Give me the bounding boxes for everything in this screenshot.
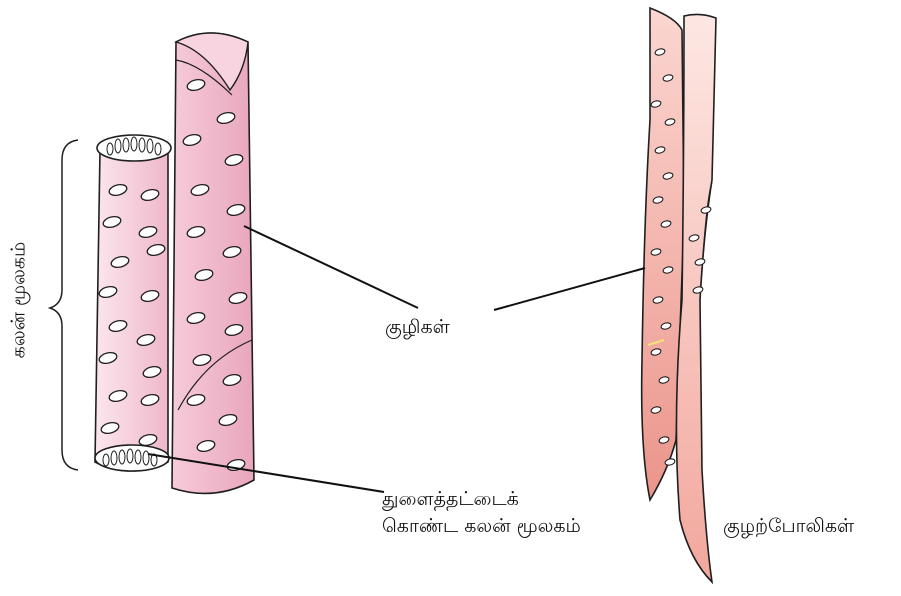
tracheids-label: குழற்போலிகள் — [723, 515, 854, 540]
vessel-back-segment — [95, 139, 168, 471]
vessel-element-drawing — [50, 33, 254, 493]
perforation-plate-bottom — [95, 445, 169, 471]
vessel-front-segment — [172, 33, 254, 493]
vessel-element-label-box: கலன் மூலகம் — [0, 150, 40, 450]
pits-label: குழிகள் — [385, 316, 450, 341]
perforated-label-line2: கொண்ட கலன் மூலகம் — [382, 515, 581, 540]
pits-leader-right — [494, 268, 645, 310]
vessel-element-label: கலன் மூலகம் — [8, 242, 33, 359]
perforation-plate-top — [97, 135, 171, 161]
bracket — [50, 140, 78, 470]
perforated-label-line1: துளைத்தட்டைக் — [382, 488, 519, 513]
tracheid-drawing — [642, 8, 716, 582]
pits-leader-left — [244, 226, 418, 308]
